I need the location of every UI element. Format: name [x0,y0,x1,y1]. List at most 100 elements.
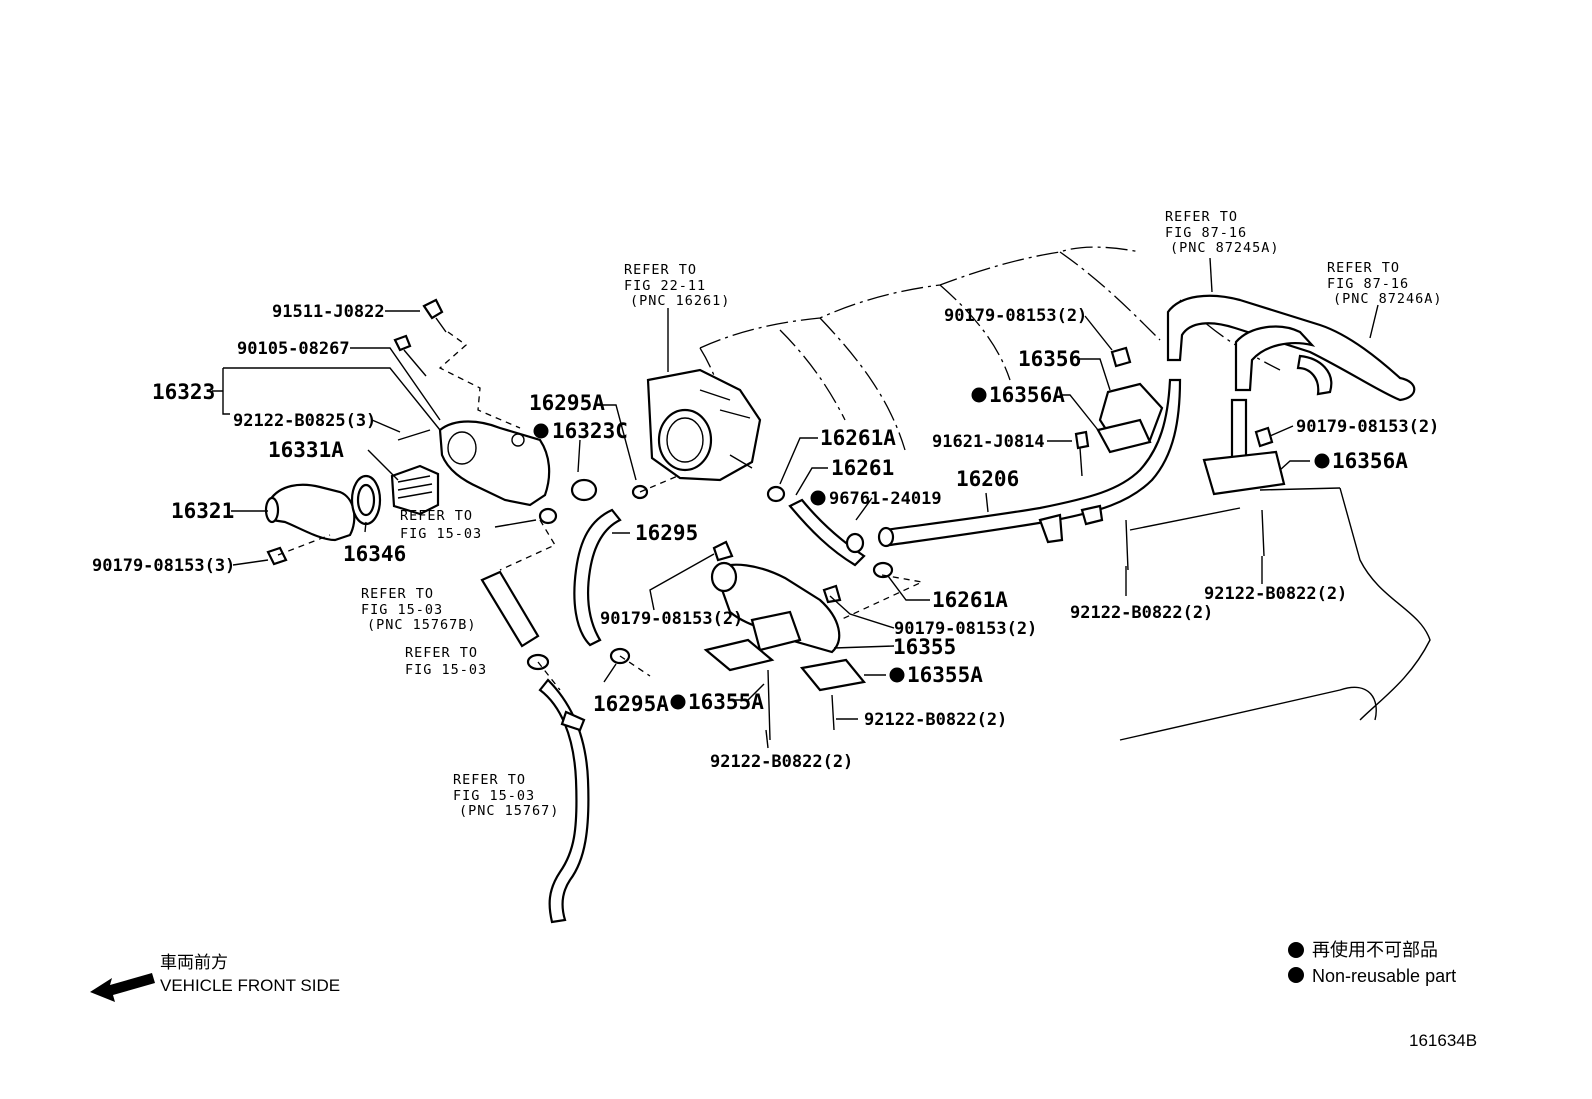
thermostat-housing-16323 [438,420,551,507]
hose-16261 [766,485,894,579]
legend-jp: 再使用不可部品 [1312,940,1438,960]
label-90179-3: 90179-08153(3) [92,556,235,576]
label-16356a-right: 16356A [1332,449,1408,473]
svg-text:REFER TO: REFER TO [405,645,478,661]
label-92122-b0822-r1: 92122-B0822(2) [1070,603,1213,623]
label-91621: 91621-J0814 [932,432,1045,452]
label-16355a-left: 16355A [688,690,764,714]
dashed-guide-3 [537,474,681,691]
label-16346: 16346 [343,542,406,566]
hose-16295 [573,508,622,647]
svg-text:REFER TO: REFER TO [400,508,473,524]
svg-text:FIG 15-03: FIG 15-03 [361,602,443,618]
legend: 再使用不可部品 Non-reusable part [1288,940,1456,986]
svg-text:FIG 87-16: FIG 87-16 [1327,276,1409,292]
refer-fig-87-16-a: REFER TO FIG 87-16 (PNC 87245A) [1165,209,1280,256]
label-16295a-top: 16295A [529,391,605,415]
svg-text:REFER TO: REFER TO [453,772,526,788]
refer-fig-15-03-d: REFER TO FIG 15-03 (PNC 15767) [453,772,559,819]
non-reusable-markers [533,387,1330,710]
heater-hoses-right [1166,294,1416,402]
label-91511: 91511-J0822 [272,302,385,322]
label-16356: 16356 [1018,347,1081,371]
engine-outline [699,246,1431,741]
label-16295a-bot: 16295A [593,692,669,716]
label-16261: 16261 [831,456,894,480]
label-16331a: 16331A [268,438,344,462]
svg-text:REFER TO: REFER TO [361,586,434,602]
marker-16356a-right [1314,453,1330,469]
pipe-16206 [877,378,1182,548]
label-16356a-left: 16356A [989,383,1065,407]
refer-fig-15-03-a: REFER TO FIG 15-03 [400,508,482,542]
label-90179-right: 90179-08153(2) [1296,417,1439,437]
svg-text:FIG 87-16: FIG 87-16 [1165,225,1247,241]
label-92122-b0825: 92122-B0825(3) [233,411,376,431]
dashed-guide-4 [839,574,925,621]
label-90105: 90105-08267 [237,339,350,359]
water-outlet-16355 [703,540,867,741]
label-90179-mid-b: 90179-08153(2) [894,619,1037,639]
vehicle-front-indicator: 車両前方 VEHICLE FRONT SIDE [90,953,340,1002]
label-90179-mid-a: 90179-08153(2) [600,609,743,629]
label-92122-b0822-low: 92122-B0822(2) [710,752,853,772]
refer-fig-22-11: REFER TO FIG 22-11 (PNC 16261) [624,262,730,309]
diagram-id: 161634B [1409,1031,1477,1050]
legend-marker-en [1288,967,1304,983]
marker-16356a-left [971,387,987,403]
marker-16355a-left [670,694,686,710]
label-16206: 16206 [956,467,1019,491]
marker-16323c [533,423,549,439]
label-16323: 16323 [152,380,215,404]
legend-marker-jp [1288,942,1304,958]
label-90179-top: 90179-08153(2) [944,306,1087,326]
svg-text:REFER TO: REFER TO [624,262,697,278]
svg-text:FIG 15-03: FIG 15-03 [453,788,535,804]
hose-15767b [480,570,540,648]
legend-en: Non-reusable part [1312,966,1456,986]
direction-jp: 車両前方 [160,953,228,972]
label-16355: 16355 [893,635,956,659]
label-92122-b0822-r2: 92122-B0822(2) [1204,584,1347,604]
svg-text:REFER TO: REFER TO [1327,260,1400,276]
refer-fig-15-03-c: REFER TO FIG 15-03 [405,645,487,678]
label-92122-b0822-mid: 92122-B0822(2) [864,710,1007,730]
svg-text:(PNC 16261): (PNC 16261) [630,293,730,309]
svg-text:FIG 15-03: FIG 15-03 [405,662,487,678]
gasket-16346 [350,474,382,526]
label-16323c: 16323C [552,419,628,443]
marker-16355a-right [889,667,905,683]
svg-text:(PNC 15767): (PNC 15767) [459,803,559,819]
label-16261a-bot: 16261A [932,588,1008,612]
label-16321: 16321 [171,499,234,523]
marker-96761 [810,490,826,506]
label-16295: 16295 [635,521,698,545]
refer-callouts: REFER TO FIG 22-11 (PNC 16261) REFER TO … [361,209,1443,819]
refer-fig-15-03-b: REFER TO FIG 15-03 (PNC 15767B) [361,586,477,633]
label-96761: 96761-24019 [829,489,942,509]
arrow-left-icon [90,973,155,1002]
leader-lines [212,257,1379,749]
dashed-guide-1 [438,331,521,429]
svg-text:REFER TO: REFER TO [1165,209,1238,225]
outlet-16356 [1074,346,1164,477]
svg-text:(PNC 15767B): (PNC 15767B) [367,617,477,633]
hose-15767 [538,678,590,924]
fasteners-left [266,298,447,566]
direction-en: VEHICLE FRONT SIDE [160,976,340,995]
refer-fig-87-16-b: REFER TO FIG 87-16 (PNC 87246A) [1327,260,1443,307]
thermostat-16331a [390,464,440,516]
svg-text:FIG 15-03: FIG 15-03 [400,526,482,542]
svg-text:FIG 22-11: FIG 22-11 [624,278,706,294]
throttle-body [646,368,762,482]
svg-text:(PNC 87246A): (PNC 87246A) [1333,291,1443,307]
svg-text:(PNC 87245A): (PNC 87245A) [1170,240,1280,256]
label-16261a-top: 16261A [820,426,896,450]
part-labels: 91511-J0822 90105-08267 16323 92122-B082… [92,302,1439,772]
outlet-right [1125,398,1286,571]
label-16355a-right: 16355A [907,663,983,687]
water-inlet-16321 [264,483,356,542]
dashed-guide-2 [277,519,556,571]
